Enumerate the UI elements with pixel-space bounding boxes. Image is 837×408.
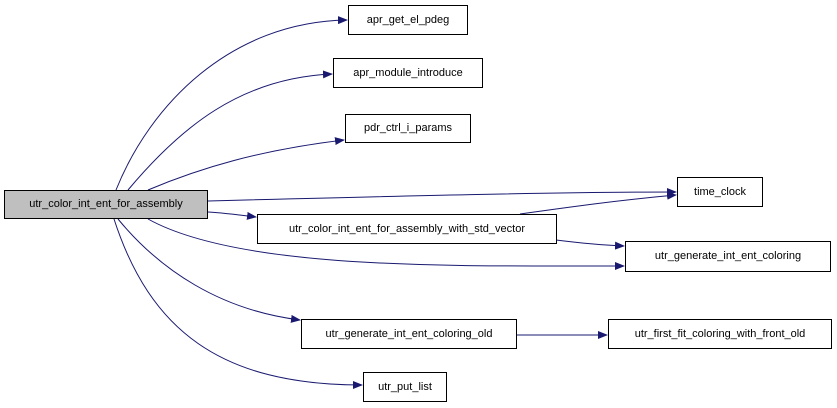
node-pdr-ctrl-i-params[interactable]: pdr_ctrl_i_params	[345, 114, 471, 143]
node-utr-generate-int-ent-coloring[interactable]: utr_generate_int_ent_coloring	[625, 241, 831, 272]
edge-root-to-utr-put-list	[113, 218, 363, 389]
edge-std-vector-to-utr-generate-int-ent-coloring	[555, 239, 625, 250]
node-utr-color-int-ent-for-assembly: utr_color_int_ent_for_assembly	[4, 190, 208, 219]
node-utr-generate-int-ent-coloring-old[interactable]: utr_generate_int_ent_coloring_old	[301, 319, 517, 349]
edge-root-to-utr-color-int-ent-for-assembly-with-std-vector	[207, 211, 257, 220]
node-utr-first-fit-coloring-with-front-old[interactable]: utr_first_fit_coloring_with_front_old	[608, 319, 832, 349]
edge-root-to-pdr-ctrl-i-params	[147, 137, 345, 191]
node-utr-color-int-ent-for-assembly-with-std-vector[interactable]: utr_color_int_ent_for_assembly_with_std_…	[257, 214, 557, 244]
node-apr-module-introduce[interactable]: apr_module_introduce	[333, 58, 483, 88]
edge-root-to-utr-generate-int-ent-coloring	[147, 218, 625, 271]
edge-root-to-utr-generate-int-ent-coloring-old	[117, 218, 301, 323]
edge-root-to-apr-get-el-pdeg	[115, 16, 348, 191]
node-apr-get-el-pdeg[interactable]: apr_get_el_pdeg	[348, 5, 468, 35]
node-utr-put-list[interactable]: utr_put_list	[363, 372, 447, 402]
edge-root-to-time-clock	[207, 188, 677, 202]
edge-std-vector-to-time-clock	[519, 191, 677, 215]
edge-root-to-apr-module-introduce	[127, 70, 333, 191]
node-time-clock[interactable]: time_clock	[677, 177, 763, 207]
